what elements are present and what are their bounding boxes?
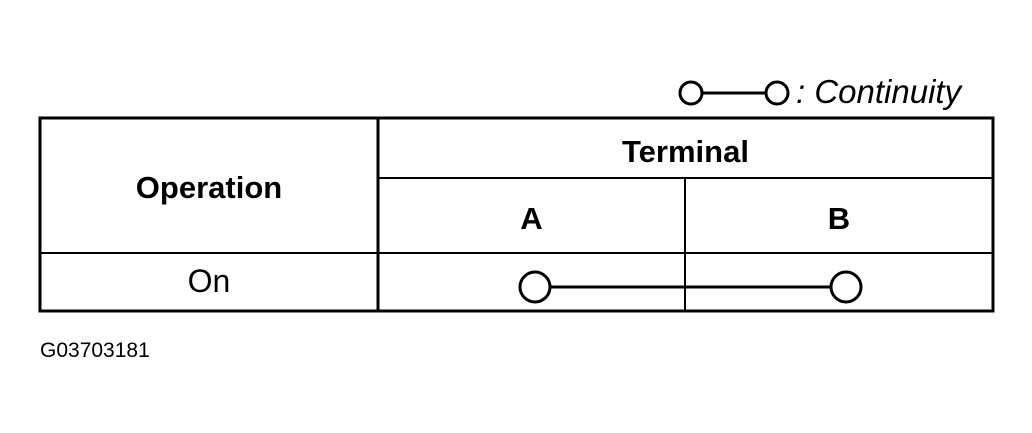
figure-id: G03703181 [40, 339, 150, 362]
terminal-header: Terminal [622, 134, 749, 169]
legend-label: : Continuity [796, 73, 962, 110]
table-border [38, 116, 995, 313]
operation-header: Operation [135, 170, 283, 205]
terminal-a-node [518, 270, 552, 304]
terminal-b-node [829, 270, 863, 304]
operation-on-label: On [187, 263, 231, 299]
continuity-symbol-icon [678, 80, 790, 106]
row-on-continuity [518, 270, 863, 304]
terminal-a-header: A [520, 201, 543, 236]
terminal-b-header: B [827, 201, 851, 236]
continuity-legend: : Continuity [676, 72, 996, 112]
